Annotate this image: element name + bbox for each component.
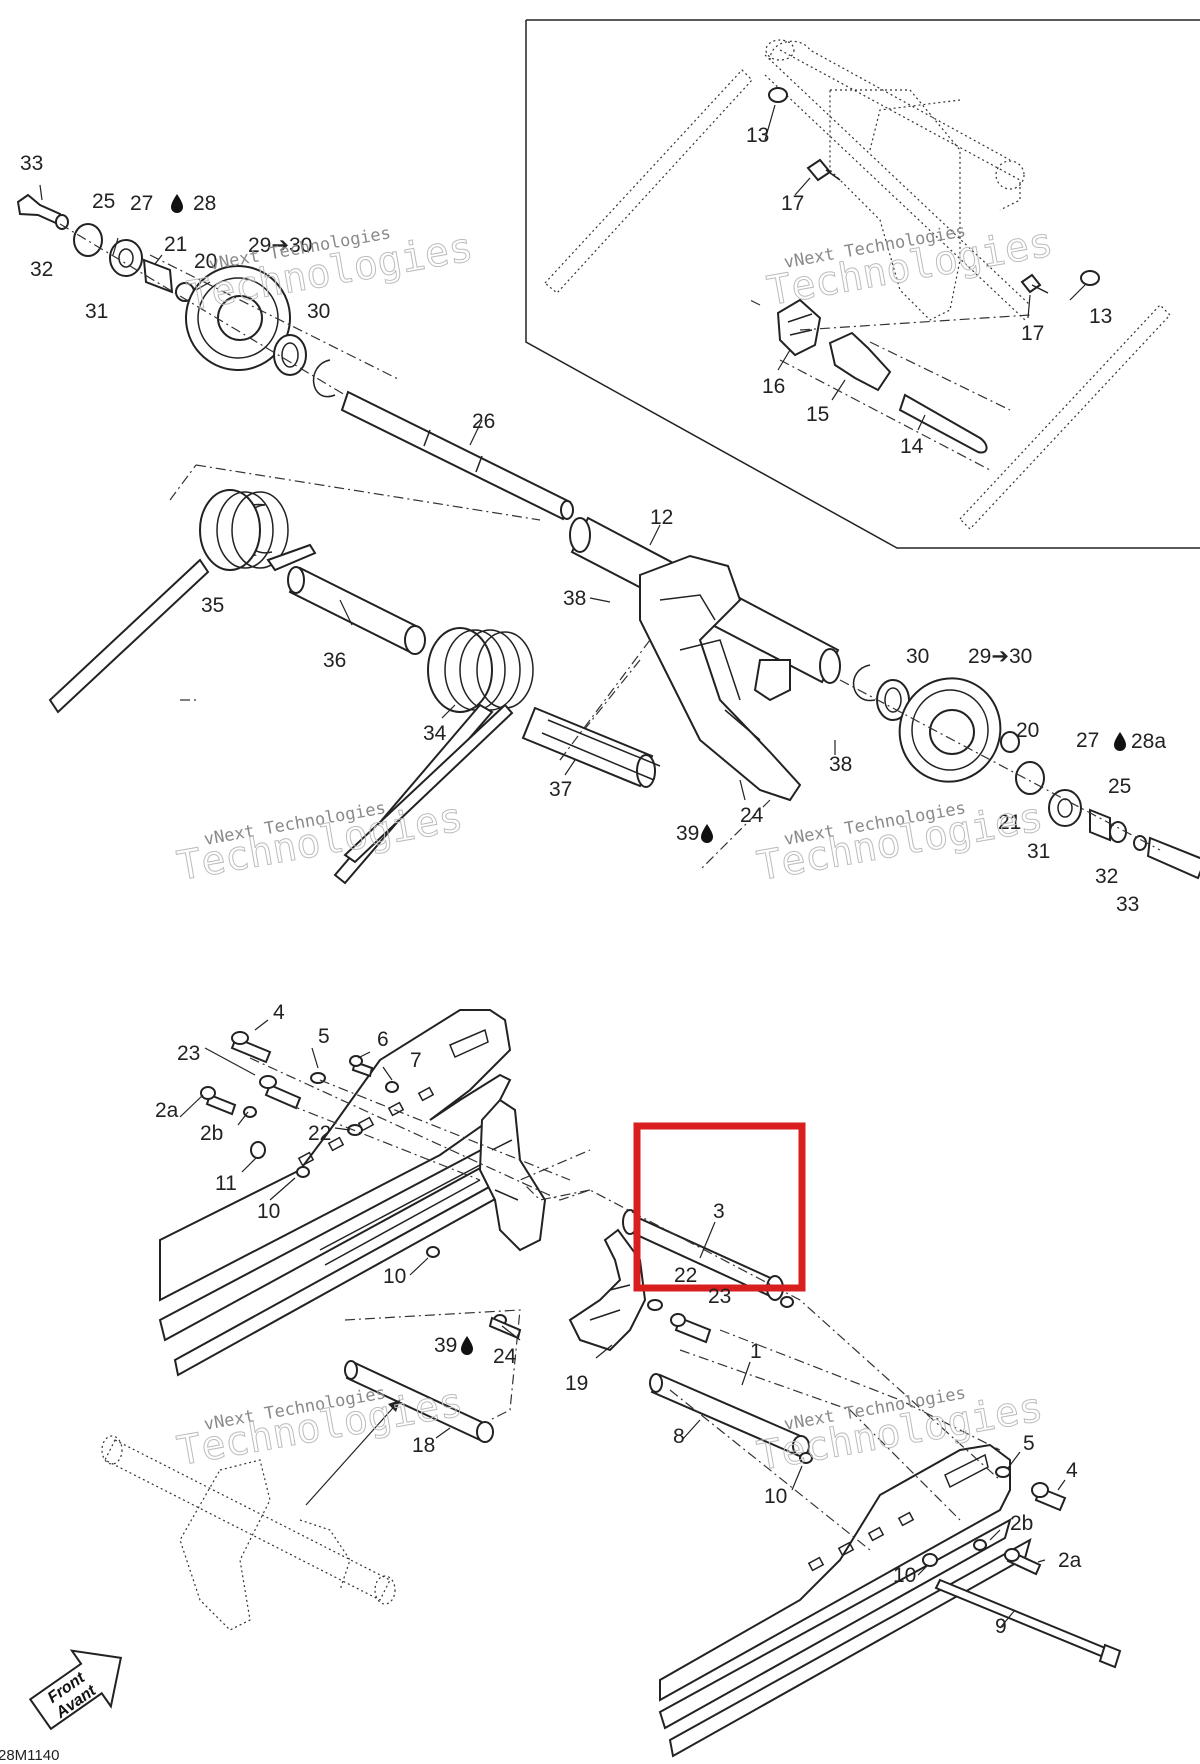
callout-12: 12 xyxy=(650,506,673,529)
front-arm-bracket xyxy=(478,1098,647,1352)
callout-26: 26 xyxy=(472,410,495,433)
callout-6: 6 xyxy=(377,1028,389,1051)
callout-39-lower: 39 xyxy=(434,1334,457,1357)
callout-34: 34 xyxy=(423,722,447,745)
callout-labels: 33 32 25 27 28 21 20 31 29➔30 30 26 35 3… xyxy=(20,124,1166,1638)
front-direction-badge: Front Avant xyxy=(28,1649,123,1731)
callout-10-d: 10 xyxy=(893,1564,916,1587)
callout-32-right: 32 xyxy=(1095,865,1118,888)
callout-30: 30 xyxy=(307,300,330,323)
callout-19: 19 xyxy=(565,1372,588,1395)
callout-38-upper: 38 xyxy=(563,587,586,610)
callout-18: 18 xyxy=(412,1434,435,1457)
inset-rear-arm xyxy=(544,39,1171,530)
callout-39-upper: 39 xyxy=(676,822,699,845)
assembly-arrowhead xyxy=(388,1400,400,1412)
callout-5-lower: 5 xyxy=(1023,1432,1035,1455)
callout-35: 35 xyxy=(201,594,224,617)
callout-13-lower: 13 xyxy=(1089,305,1112,328)
bolt-9 xyxy=(934,1578,1122,1669)
callout-11: 11 xyxy=(215,1172,237,1195)
callout-24-upper: 24 xyxy=(740,804,764,827)
callout-10-a: 10 xyxy=(257,1200,280,1223)
callout-3: 3 xyxy=(713,1200,725,1223)
callout-23-upper: 23 xyxy=(177,1042,200,1065)
callout-21-right: 21 xyxy=(998,811,1021,834)
shaft-18 xyxy=(344,1360,494,1443)
torsion-spring-35 xyxy=(48,489,317,714)
inset-parts xyxy=(749,87,1100,471)
highlight-box[interactable] xyxy=(633,1122,806,1292)
callout-10-c: 10 xyxy=(764,1485,787,1508)
callout-17-upper: 17 xyxy=(781,192,804,215)
right-rail xyxy=(658,1443,1032,1758)
callout-4-lower: 4 xyxy=(1066,1459,1078,1482)
assembly-arrow xyxy=(305,1399,401,1506)
callout-24-lower: 24 xyxy=(493,1345,517,1368)
left-rail xyxy=(158,1009,522,1377)
callout-1: 1 xyxy=(750,1340,762,1363)
callout-20-right: 20 xyxy=(1016,719,1039,742)
callout-25-right: 25 xyxy=(1108,775,1131,798)
callout-14: 14 xyxy=(900,435,924,458)
shaft-1 xyxy=(649,1373,810,1457)
callout-2b-upper: 2b xyxy=(200,1122,223,1145)
callout-17-lower: 17 xyxy=(1021,322,1044,345)
callout-5-upper: 5 xyxy=(318,1025,330,1048)
callout-2a-lower: 2a xyxy=(1058,1549,1082,1572)
callout-31: 31 xyxy=(85,300,108,323)
callout-36: 36 xyxy=(323,649,346,672)
bottom-guides xyxy=(249,1057,1001,1551)
rear-arm-sketch xyxy=(101,1435,396,1631)
callout-15: 15 xyxy=(806,403,829,426)
callout-33-right: 33 xyxy=(1116,893,1139,916)
callout-30-right: 30 xyxy=(906,645,929,668)
callout-25: 25 xyxy=(92,190,115,213)
callout-29-30-right: 29➔30 xyxy=(968,645,1032,668)
callout-28: 28 xyxy=(193,192,216,215)
callout-9: 9 xyxy=(995,1615,1007,1638)
callout-28a: 28a xyxy=(1131,730,1166,753)
inset-frame xyxy=(525,19,1200,549)
sleeve-37 xyxy=(521,706,661,788)
callout-21: 21 xyxy=(164,233,187,256)
callout-27-right: 27 xyxy=(1076,729,1099,752)
callout-16: 16 xyxy=(762,375,785,398)
callout-29-30: 29➔30 xyxy=(248,234,312,257)
callout-33: 33 xyxy=(20,152,43,175)
cross-shaft-12 xyxy=(559,516,841,871)
callout-2b-lower: 2b xyxy=(1010,1512,1033,1535)
callout-13-upper: 13 xyxy=(746,124,769,147)
leader-lines xyxy=(39,104,1086,1629)
callout-22-upper: 22 xyxy=(308,1122,331,1145)
callout-2a-upper: 2a xyxy=(155,1099,179,1122)
callout-22-lower: 22 xyxy=(674,1264,697,1287)
callout-10-b: 10 xyxy=(383,1265,406,1288)
bottom-fasteners xyxy=(200,1031,1067,1576)
sleeve-36 xyxy=(287,566,426,655)
left-idler-wheel-group xyxy=(16,193,401,398)
axle-26 xyxy=(340,390,574,521)
torsion-spring-34 xyxy=(333,627,534,885)
callout-4-upper: 4 xyxy=(273,1001,285,1024)
callout-27: 27 xyxy=(130,192,153,215)
spring-envelope xyxy=(49,464,651,761)
callout-20: 20 xyxy=(194,250,217,273)
callout-8: 8 xyxy=(673,1425,685,1448)
callout-38-lower: 38 xyxy=(829,753,852,776)
callout-23-lower: 23 xyxy=(708,1285,731,1308)
callout-31-right: 31 xyxy=(1027,840,1050,863)
drawing-code: 28M1140 xyxy=(0,1747,59,1764)
right-idler-wheel-group xyxy=(839,664,1200,880)
callout-32: 32 xyxy=(30,258,53,281)
callout-7: 7 xyxy=(410,1049,422,1072)
callout-37: 37 xyxy=(549,778,572,801)
